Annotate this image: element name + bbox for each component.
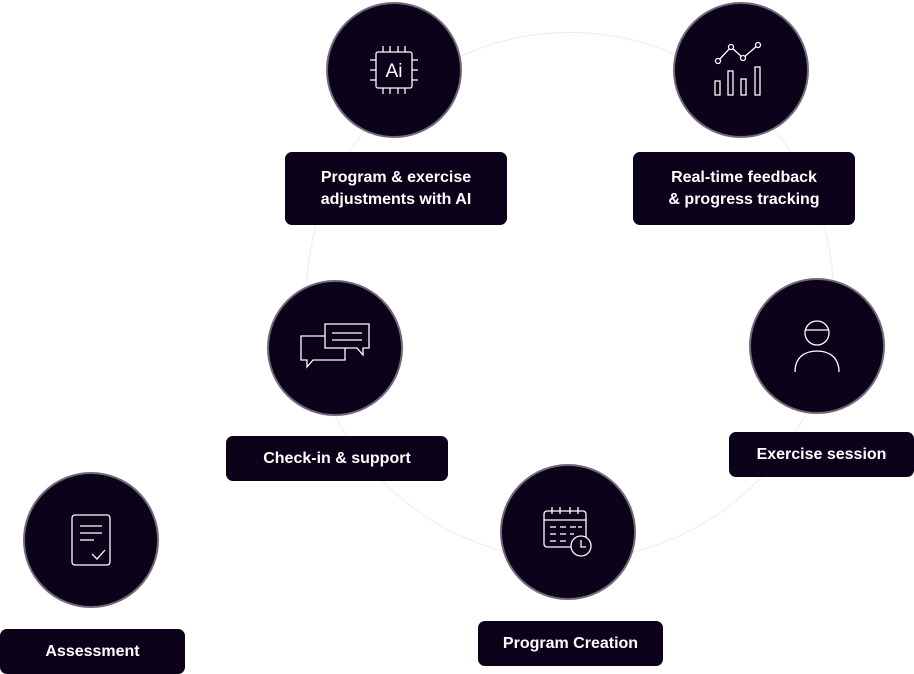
check-in-label: Check-in & support	[226, 436, 448, 481]
assessment-label: Assessment	[0, 629, 185, 674]
feedback-label: Real-time feedback & progress tracking	[633, 152, 855, 225]
person-icon	[794, 320, 840, 373]
assessment-label-text: Assessment	[45, 642, 140, 660]
exercise-session-node	[749, 278, 885, 414]
chat-bubbles-icon	[300, 323, 370, 369]
feedback-label-line2: & progress tracking	[668, 190, 820, 208]
chart-icon	[714, 41, 762, 96]
ai-adjustments-node: Ai	[326, 2, 462, 138]
feedback-node	[673, 2, 809, 138]
check-in-node	[267, 280, 403, 416]
program-creation-node	[500, 464, 636, 600]
program-creation-label-text: Program Creation	[502, 634, 639, 652]
ai-chip-icon: Ai	[370, 46, 418, 94]
ai-adjustments-label-line2: adjustments with AI	[320, 190, 472, 208]
ai-adjustments-label-line1: Program & exercise	[320, 168, 472, 186]
ai-adjustments-label: Program & exercise adjustments with AI	[285, 152, 507, 225]
ai-chip-text: Ai	[386, 61, 403, 82]
exercise-session-label: Exercise session	[729, 432, 914, 477]
feedback-label-line1: Real-time feedback	[671, 168, 817, 186]
assessment-node	[23, 472, 159, 608]
document-check-icon	[71, 514, 111, 566]
program-creation-label: Program Creation	[478, 621, 663, 666]
calendar-clock-icon	[543, 507, 592, 557]
check-in-label-text: Check-in & support	[263, 449, 411, 467]
exercise-session-label-text: Exercise session	[756, 445, 887, 463]
